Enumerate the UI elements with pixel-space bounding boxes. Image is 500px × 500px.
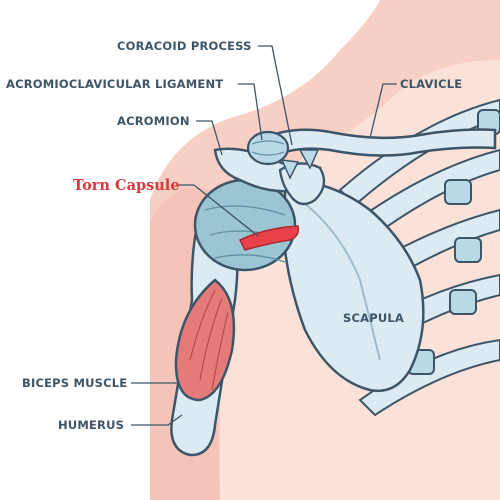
rib-cartilage-tip <box>449 289 477 315</box>
leader-humerus <box>131 414 183 426</box>
label-acromion: ACROMION <box>117 114 190 128</box>
rib-cartilage-tip <box>444 179 472 205</box>
biceps-fibers <box>189 289 229 391</box>
leader-acromioclavicular-ligament <box>238 83 263 141</box>
torn-capsule-tear <box>238 225 300 251</box>
scapula-ridge <box>299 199 381 361</box>
leader-acromion <box>196 120 223 156</box>
label-acromioclavicular-ligament: ACROMIOCLAVICULAR LIGAMENT <box>6 77 224 91</box>
label-coracoid-process: CORACOID PROCESS <box>117 39 252 53</box>
biceps-muscle-shape <box>174 278 236 402</box>
leader-lines <box>131 45 397 426</box>
coracoid-ligaments <box>280 149 320 180</box>
label-clavicle: CLAVICLE <box>400 77 463 91</box>
scapula-bone <box>283 178 425 393</box>
clavicle-bone <box>258 128 497 160</box>
label-humerus: HUMERUS <box>58 418 125 432</box>
label-scapula: SCAPULA <box>343 311 405 325</box>
label-torn-capsule: Torn Capsule <box>73 177 180 194</box>
acromioclavicular-ligament-shape <box>246 130 290 166</box>
leader-torn-capsule <box>178 184 259 237</box>
ac-ligament-fibers <box>251 140 285 156</box>
label-biceps-muscle: BICEPS MUSCLE <box>22 376 128 390</box>
leader-clavicle <box>369 83 397 139</box>
rib-cartilage-tip <box>454 237 482 263</box>
leader-coracoid-process <box>258 45 293 146</box>
